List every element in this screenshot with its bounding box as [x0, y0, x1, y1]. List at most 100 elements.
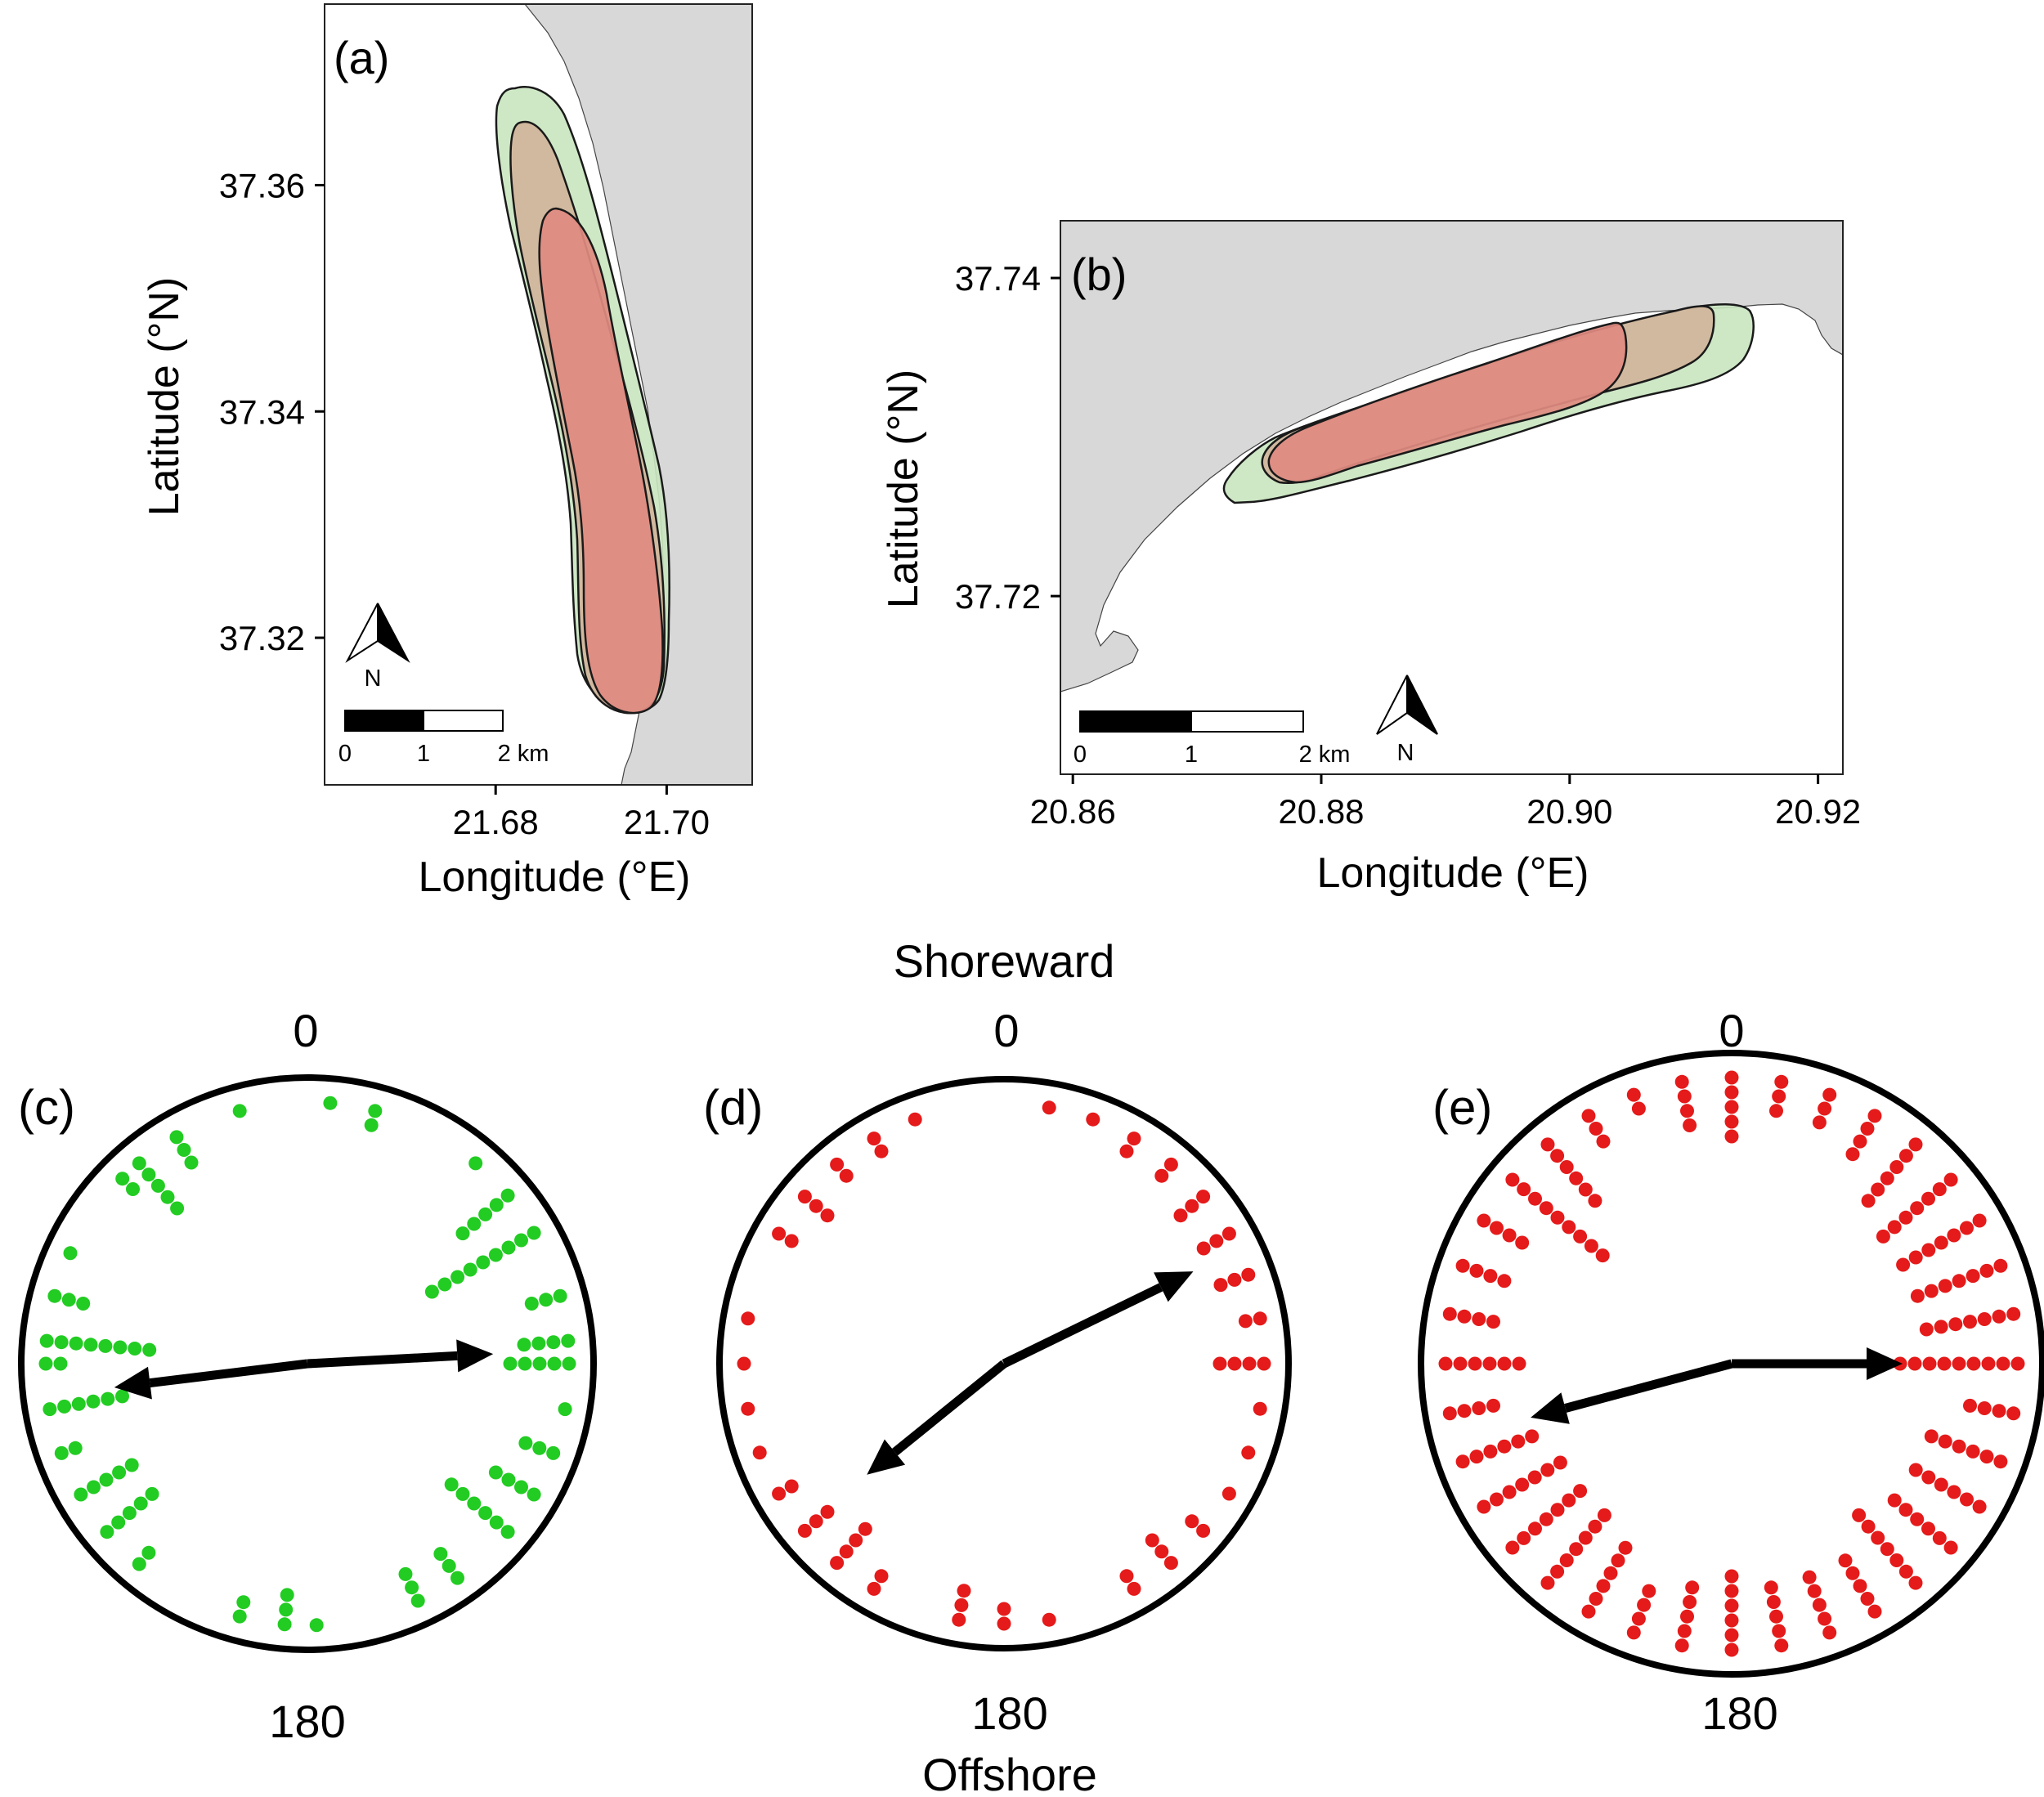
data-point-e-34-1 — [1631, 1101, 1646, 1116]
y-tick-label-a-1: 37.34 — [219, 392, 305, 431]
data-point-e-12-3 — [1934, 1477, 1948, 1492]
data-point-d-4-0 — [1196, 1190, 1211, 1204]
data-point-c-10-2 — [501, 1472, 516, 1487]
shoreward-label: Shoreward — [894, 935, 1115, 987]
data-point-d-22-0 — [752, 1445, 767, 1460]
data-point-d-21-1 — [784, 1479, 799, 1494]
scale-label-a-2: 2 km — [498, 741, 549, 767]
data-point-d-17-0 — [952, 1612, 966, 1627]
data-point-c-13-2 — [398, 1566, 413, 1581]
data-point-c-15-2 — [280, 1588, 294, 1602]
data-point-e-21-0 — [1581, 1604, 1596, 1619]
data-point-e-9-4 — [1952, 1356, 1966, 1371]
data-point-e-12-2 — [1947, 1485, 1961, 1499]
data-point-d-19-2 — [849, 1533, 863, 1548]
data-point-e-18-2 — [1724, 1613, 1739, 1628]
data-point-e-5-0 — [1943, 1172, 1958, 1187]
data-point-e-14-5 — [1861, 1519, 1876, 1534]
data-point-c-1-1 — [364, 1118, 379, 1132]
data-point-e-19-1 — [1677, 1624, 1692, 1638]
data-point-e-1-1 — [1772, 1089, 1786, 1104]
data-point-e-25-3 — [1497, 1439, 1512, 1454]
data-point-e-2-1 — [1818, 1101, 1832, 1116]
data-point-c-4-2 — [501, 1240, 516, 1255]
data-point-c-21-3 — [86, 1394, 101, 1409]
data-point-e-26-0 — [1442, 1406, 1457, 1421]
data-point-e-8-4 — [1948, 1317, 1963, 1332]
data-point-e-0-1 — [1724, 1085, 1739, 1100]
data-point-e-33-0 — [1581, 1109, 1596, 1123]
data-point-c-21-1 — [57, 1399, 72, 1414]
data-point-e-32-2 — [1559, 1160, 1574, 1174]
data-point-d-26-1 — [784, 1234, 799, 1248]
data-point-e-11-4 — [1938, 1434, 1952, 1449]
data-point-d-7-1 — [1238, 1314, 1253, 1329]
data-point-e-24-3 — [1515, 1477, 1530, 1492]
data-point-d-27-0 — [797, 1190, 812, 1204]
data-point-e-17-1 — [1772, 1624, 1786, 1638]
data-point-e-7-3 — [1952, 1274, 1966, 1288]
data-point-c-12-2 — [433, 1547, 448, 1562]
data-point-e-8-2 — [1977, 1312, 1992, 1326]
data-point-e-25-5 — [1525, 1429, 1540, 1444]
north-label-a: N — [365, 665, 382, 692]
data-point-c-6-2 — [531, 1336, 546, 1351]
data-point-e-35-1 — [1677, 1089, 1692, 1104]
data-point-c-11-0 — [500, 1525, 515, 1539]
data-point-e-17-3 — [1766, 1595, 1781, 1609]
land-b — [1060, 221, 1843, 692]
y-tick-label-a-2: 37.36 — [219, 166, 305, 204]
bottom-label-d: 180 — [971, 1687, 1047, 1739]
data-point-e-29-1 — [1469, 1263, 1484, 1278]
data-point-d-8-3 — [1213, 1356, 1227, 1371]
data-point-e-15-2 — [1853, 1579, 1867, 1593]
data-point-d-30-0 — [908, 1112, 922, 1127]
data-point-e-13-0 — [1943, 1540, 1958, 1555]
data-point-c-7-4 — [503, 1356, 518, 1371]
data-point-e-24-0 — [1477, 1499, 1491, 1514]
panel-label-a: (a) — [334, 32, 389, 83]
data-point-e-24-6 — [1553, 1455, 1567, 1470]
data-point-e-28-2 — [1472, 1312, 1486, 1326]
mean-vector-head-c-0 — [456, 1339, 494, 1373]
data-point-c-23-3 — [83, 1338, 98, 1352]
panel-c: (c) 0 180 — [18, 1005, 597, 1747]
data-point-e-9-2 — [1981, 1356, 1996, 1371]
data-point-c-28-1 — [177, 1143, 191, 1157]
panel-label-e: (e) — [1432, 1080, 1492, 1135]
north-arrow-b: N — [1376, 674, 1438, 766]
data-point-d-9-0 — [1253, 1401, 1267, 1416]
data-point-e-31-6 — [1573, 1229, 1588, 1244]
data-point-c-0-0 — [323, 1096, 338, 1110]
data-point-c-19-3 — [112, 1465, 127, 1480]
data-point-e-0-3 — [1724, 1114, 1739, 1129]
data-point-e-32-3 — [1569, 1171, 1584, 1185]
x-tick-label-b-3: 20.92 — [1775, 792, 1861, 831]
circle-outline-c — [18, 1074, 597, 1653]
data-point-e-18-4 — [1724, 1584, 1739, 1598]
data-point-c-3-4 — [455, 1226, 470, 1241]
scale-label-b-1: 1 — [1185, 742, 1198, 768]
data-point-d-13-1 — [1154, 1544, 1169, 1559]
data-point-e-14-1 — [1898, 1564, 1913, 1579]
data-point-c-11-4 — [455, 1486, 470, 1501]
data-point-d-13-0 — [1163, 1556, 1178, 1571]
data-point-e-25-2 — [1483, 1444, 1498, 1459]
data-point-c-3-1 — [489, 1198, 504, 1212]
data-point-e-15-4 — [1838, 1553, 1853, 1568]
data-point-c-24-2 — [76, 1297, 91, 1311]
data-point-e-6-3 — [1934, 1235, 1948, 1250]
data-point-d-8-1 — [1242, 1356, 1257, 1371]
data-point-e-18-1 — [1724, 1628, 1739, 1642]
data-point-d-17-2 — [957, 1584, 971, 1598]
data-point-c-13-1 — [405, 1580, 419, 1595]
data-point-d-8-0 — [1257, 1356, 1271, 1371]
data-point-e-26-1 — [1457, 1404, 1472, 1418]
data-point-e-28-0 — [1442, 1306, 1457, 1321]
data-point-c-2-0 — [468, 1156, 483, 1171]
data-point-e-21-2 — [1596, 1579, 1611, 1593]
data-point-e-10-0 — [2006, 1406, 2021, 1421]
data-point-e-25-0 — [1455, 1454, 1470, 1469]
data-point-d-21-0 — [772, 1486, 787, 1501]
data-point-d-26-0 — [772, 1226, 787, 1241]
